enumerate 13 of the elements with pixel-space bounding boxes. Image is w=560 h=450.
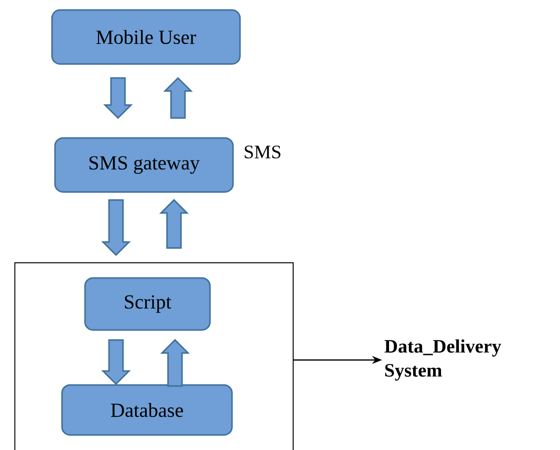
system-boundary bbox=[14, 262, 294, 450]
block-arrow bbox=[103, 77, 133, 120]
process-box: Mobile User bbox=[51, 9, 241, 65]
block-arrow bbox=[101, 339, 131, 386]
block-arrow bbox=[101, 199, 131, 256]
side-label: SMS bbox=[244, 146, 280, 158]
process-box: SMS gateway bbox=[54, 137, 234, 193]
block-arrow bbox=[160, 338, 190, 387]
block-arrow bbox=[159, 198, 189, 249]
block-arrow bbox=[163, 76, 193, 119]
label-text: Data_Delivery System bbox=[384, 339, 502, 381]
process-box: Script bbox=[84, 277, 211, 331]
process-box: Database bbox=[61, 384, 233, 436]
